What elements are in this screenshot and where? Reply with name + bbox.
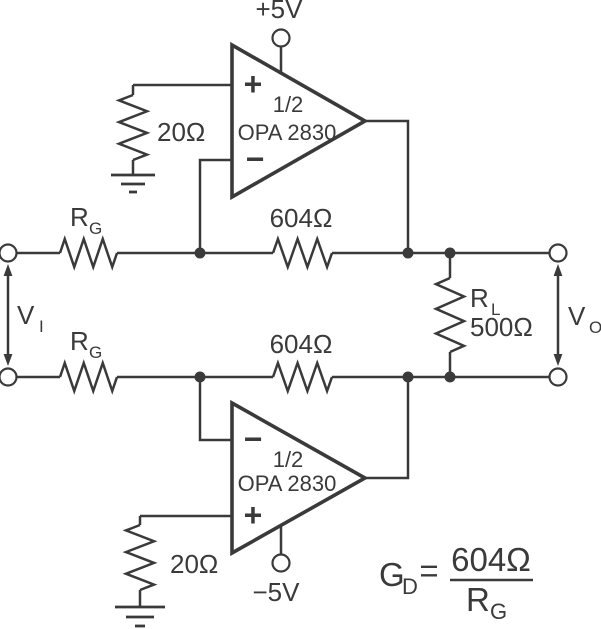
ground-symbol-top bbox=[111, 173, 155, 194]
opamp-bottom-plus-input-label: + bbox=[244, 497, 263, 533]
opamp-top-minus-input-label: − bbox=[246, 141, 265, 177]
wire-output-bottom bbox=[365, 377, 410, 480]
bias-network-bottom: 20Ω bbox=[115, 516, 218, 628]
opamp-bottom-triangle bbox=[230, 399, 369, 557]
junction-dot bbox=[194, 371, 206, 383]
resistor-bias-bottom-label: 20Ω bbox=[170, 549, 218, 579]
vout-label: V O bbox=[568, 301, 601, 337]
wire-inverting-feedback-top bbox=[198, 158, 232, 253]
output-port: V O bbox=[548, 243, 601, 387]
vin-arrowhead-down bbox=[3, 354, 13, 366]
junction-dot bbox=[194, 247, 206, 259]
input-terminal-top bbox=[0, 243, 18, 263]
opamp-top-triangle bbox=[230, 41, 369, 201]
vin-label: V I bbox=[17, 300, 44, 336]
input-rail-bottom bbox=[16, 359, 550, 395]
opamp-bottom: −5V − + 1/2 OPA 2830 bbox=[140, 377, 410, 607]
opamp-top: +5V + − 1/2 OPA 2830 bbox=[133, 0, 410, 253]
gain-symbol: G D bbox=[379, 556, 418, 599]
resistor-rg-top-label: R G bbox=[70, 202, 102, 238]
resistor-bias-bottom bbox=[122, 523, 158, 592]
resistor-rg-bottom-label: R G bbox=[70, 326, 102, 362]
vin-arrowhead-up bbox=[3, 264, 13, 276]
vout-arrowhead-down bbox=[553, 354, 563, 366]
wire-output-top bbox=[365, 119, 410, 253]
equation-equals-sign: = bbox=[419, 552, 438, 589]
resistor-feedback-top bbox=[271, 235, 334, 271]
resistor-feedback-top-label: 604Ω bbox=[270, 203, 333, 233]
vout-arrowhead-up bbox=[553, 264, 563, 276]
resistor-rg-bottom bbox=[58, 359, 119, 395]
input-port: V I bbox=[0, 243, 44, 387]
wire-inverting-feedback-bottom bbox=[198, 377, 232, 442]
opamp-bottom-half-label: 1/2 bbox=[273, 447, 304, 472]
input-terminal-bottom bbox=[0, 367, 18, 387]
opamp-bottom-minus-input-label: − bbox=[244, 421, 263, 457]
resistor-bias-top-label: 20Ω bbox=[157, 117, 205, 147]
junction-dot bbox=[444, 371, 456, 383]
resistor-load-name: R L bbox=[470, 283, 500, 319]
junction-dot bbox=[444, 247, 456, 259]
equation-denominator: R G bbox=[466, 581, 507, 624]
resistor-feedback-bottom bbox=[271, 359, 334, 395]
equation-numerator: 604Ω bbox=[451, 541, 531, 578]
supply-positive-label: +5V bbox=[256, 0, 304, 24]
supply-terminal-negative bbox=[271, 553, 291, 573]
resistor-rg-top bbox=[58, 235, 119, 271]
bias-network-top: 20Ω bbox=[111, 85, 205, 194]
resistor-load-value: 500Ω bbox=[470, 312, 533, 342]
junction-dots bbox=[194, 247, 456, 383]
junction-dot bbox=[402, 247, 414, 259]
resistor-feedback-bottom-label: 604Ω bbox=[270, 329, 333, 359]
input-rail-top bbox=[16, 235, 550, 271]
output-terminal-bottom bbox=[548, 367, 568, 387]
opamp-top-half-label: 1/2 bbox=[273, 92, 304, 117]
supply-negative-label: −5V bbox=[253, 577, 301, 607]
opamp-top-part-label: OPA 2830 bbox=[238, 120, 337, 145]
resistor-load bbox=[432, 276, 468, 354]
ground-symbol-bottom bbox=[115, 605, 165, 628]
resistor-bias-top bbox=[115, 93, 151, 162]
gain-equation: G D = 604Ω R G bbox=[379, 541, 533, 624]
junction-dot bbox=[402, 371, 414, 383]
opamp-bottom-part-label: OPA 2830 bbox=[238, 471, 337, 496]
opamp-top-plus-input-label: + bbox=[244, 66, 263, 102]
output-terminal-top bbox=[548, 243, 568, 263]
supply-terminal-positive bbox=[271, 28, 291, 48]
load-network: R L 500Ω bbox=[432, 253, 533, 377]
